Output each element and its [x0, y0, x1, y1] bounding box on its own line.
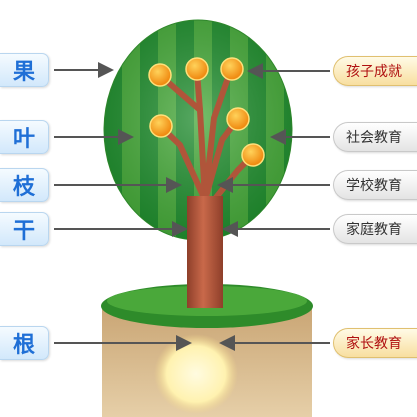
label-branch: 枝: [0, 168, 49, 202]
label-family-education: 家庭教育: [333, 214, 417, 244]
tree-trunk: [187, 196, 223, 308]
fruit-2: [185, 57, 209, 81]
label-leaf: 叶: [0, 120, 49, 154]
label-child-achievement: 孩子成就: [333, 56, 417, 86]
label-fruit: 果: [0, 53, 49, 87]
label-school-education: 学校教育: [333, 170, 417, 200]
fruit-5: [226, 107, 250, 131]
label-trunk: 干: [0, 212, 49, 246]
root-glow: [154, 334, 238, 414]
left-arrows: [54, 62, 192, 351]
right-arrows: [217, 63, 330, 351]
fruit-3: [220, 57, 244, 81]
fruit-4: [149, 114, 173, 138]
label-root: 根: [0, 326, 49, 360]
label-social-education: 社会教育: [333, 122, 417, 152]
fruit-1: [148, 63, 172, 87]
fruit-6: [241, 143, 265, 167]
label-parent-education: 家长教育: [333, 328, 417, 358]
